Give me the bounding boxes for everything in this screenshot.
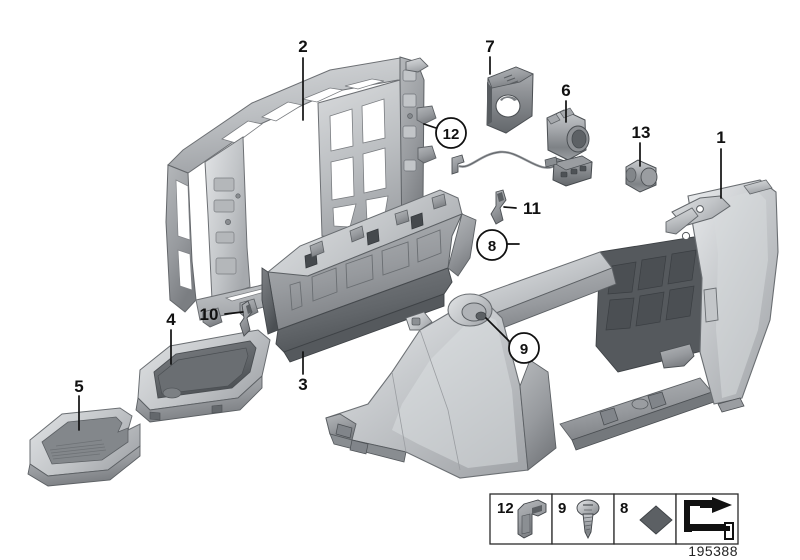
part-4-storage-tray-deep (135, 329, 271, 423)
lower-dash-trim-panel (325, 293, 557, 479)
arrow-hook-icon (684, 497, 734, 540)
callout-3-label: 3 (298, 375, 307, 394)
callout-6-label: 6 (561, 81, 570, 100)
callout-circle-12: 12 (435, 117, 467, 149)
legend-item-9: 9 (551, 493, 615, 545)
callout-12-label: 12 (443, 126, 460, 143)
callout-1-label: 1 (716, 128, 725, 147)
legend-item-12: 12 (489, 493, 553, 545)
clip-icon (517, 499, 547, 539)
callout-7-label: 7 (485, 37, 494, 56)
legend-item-8: 8 (613, 493, 677, 545)
callout-13-label: 13 (632, 123, 651, 142)
part-9-screw-boss (447, 293, 493, 327)
part-5-storage-tray-mat (27, 407, 141, 487)
callout-11-label: 11 (523, 199, 541, 218)
drawing-number: 195388 (688, 543, 738, 559)
part-11-bracket-clip (490, 189, 507, 225)
legend-item-arrow (675, 493, 739, 545)
part-1-side-trim-panel-right (465, 179, 779, 451)
callout-10-label: 10 (200, 305, 219, 324)
legend-number-9: 9 (558, 500, 566, 517)
callout-9-label: 9 (520, 341, 528, 358)
screw-icon (576, 499, 600, 540)
part-13-plug-cap (625, 159, 658, 193)
legend: 12 9 (489, 493, 739, 559)
callout-8-label: 8 (488, 238, 496, 255)
callout-circle-8: 8 (476, 229, 508, 261)
callout-leaders (78, 56, 722, 431)
callout-5-label: 5 (74, 377, 83, 396)
callout-4-label: 4 (166, 310, 176, 329)
part-10-retaining-clip (239, 300, 253, 337)
part-7-socket-bezel-cover (486, 66, 534, 134)
pad-icon (639, 505, 673, 535)
part-3-glove-box-housing (261, 189, 477, 363)
legend-number-8: 8 (620, 500, 628, 517)
legend-number-12: 12 (497, 500, 514, 517)
callout-circle-9: 9 (508, 332, 540, 364)
part-2-console-support-frame (165, 56, 437, 328)
callout-2-label: 2 (298, 37, 307, 56)
